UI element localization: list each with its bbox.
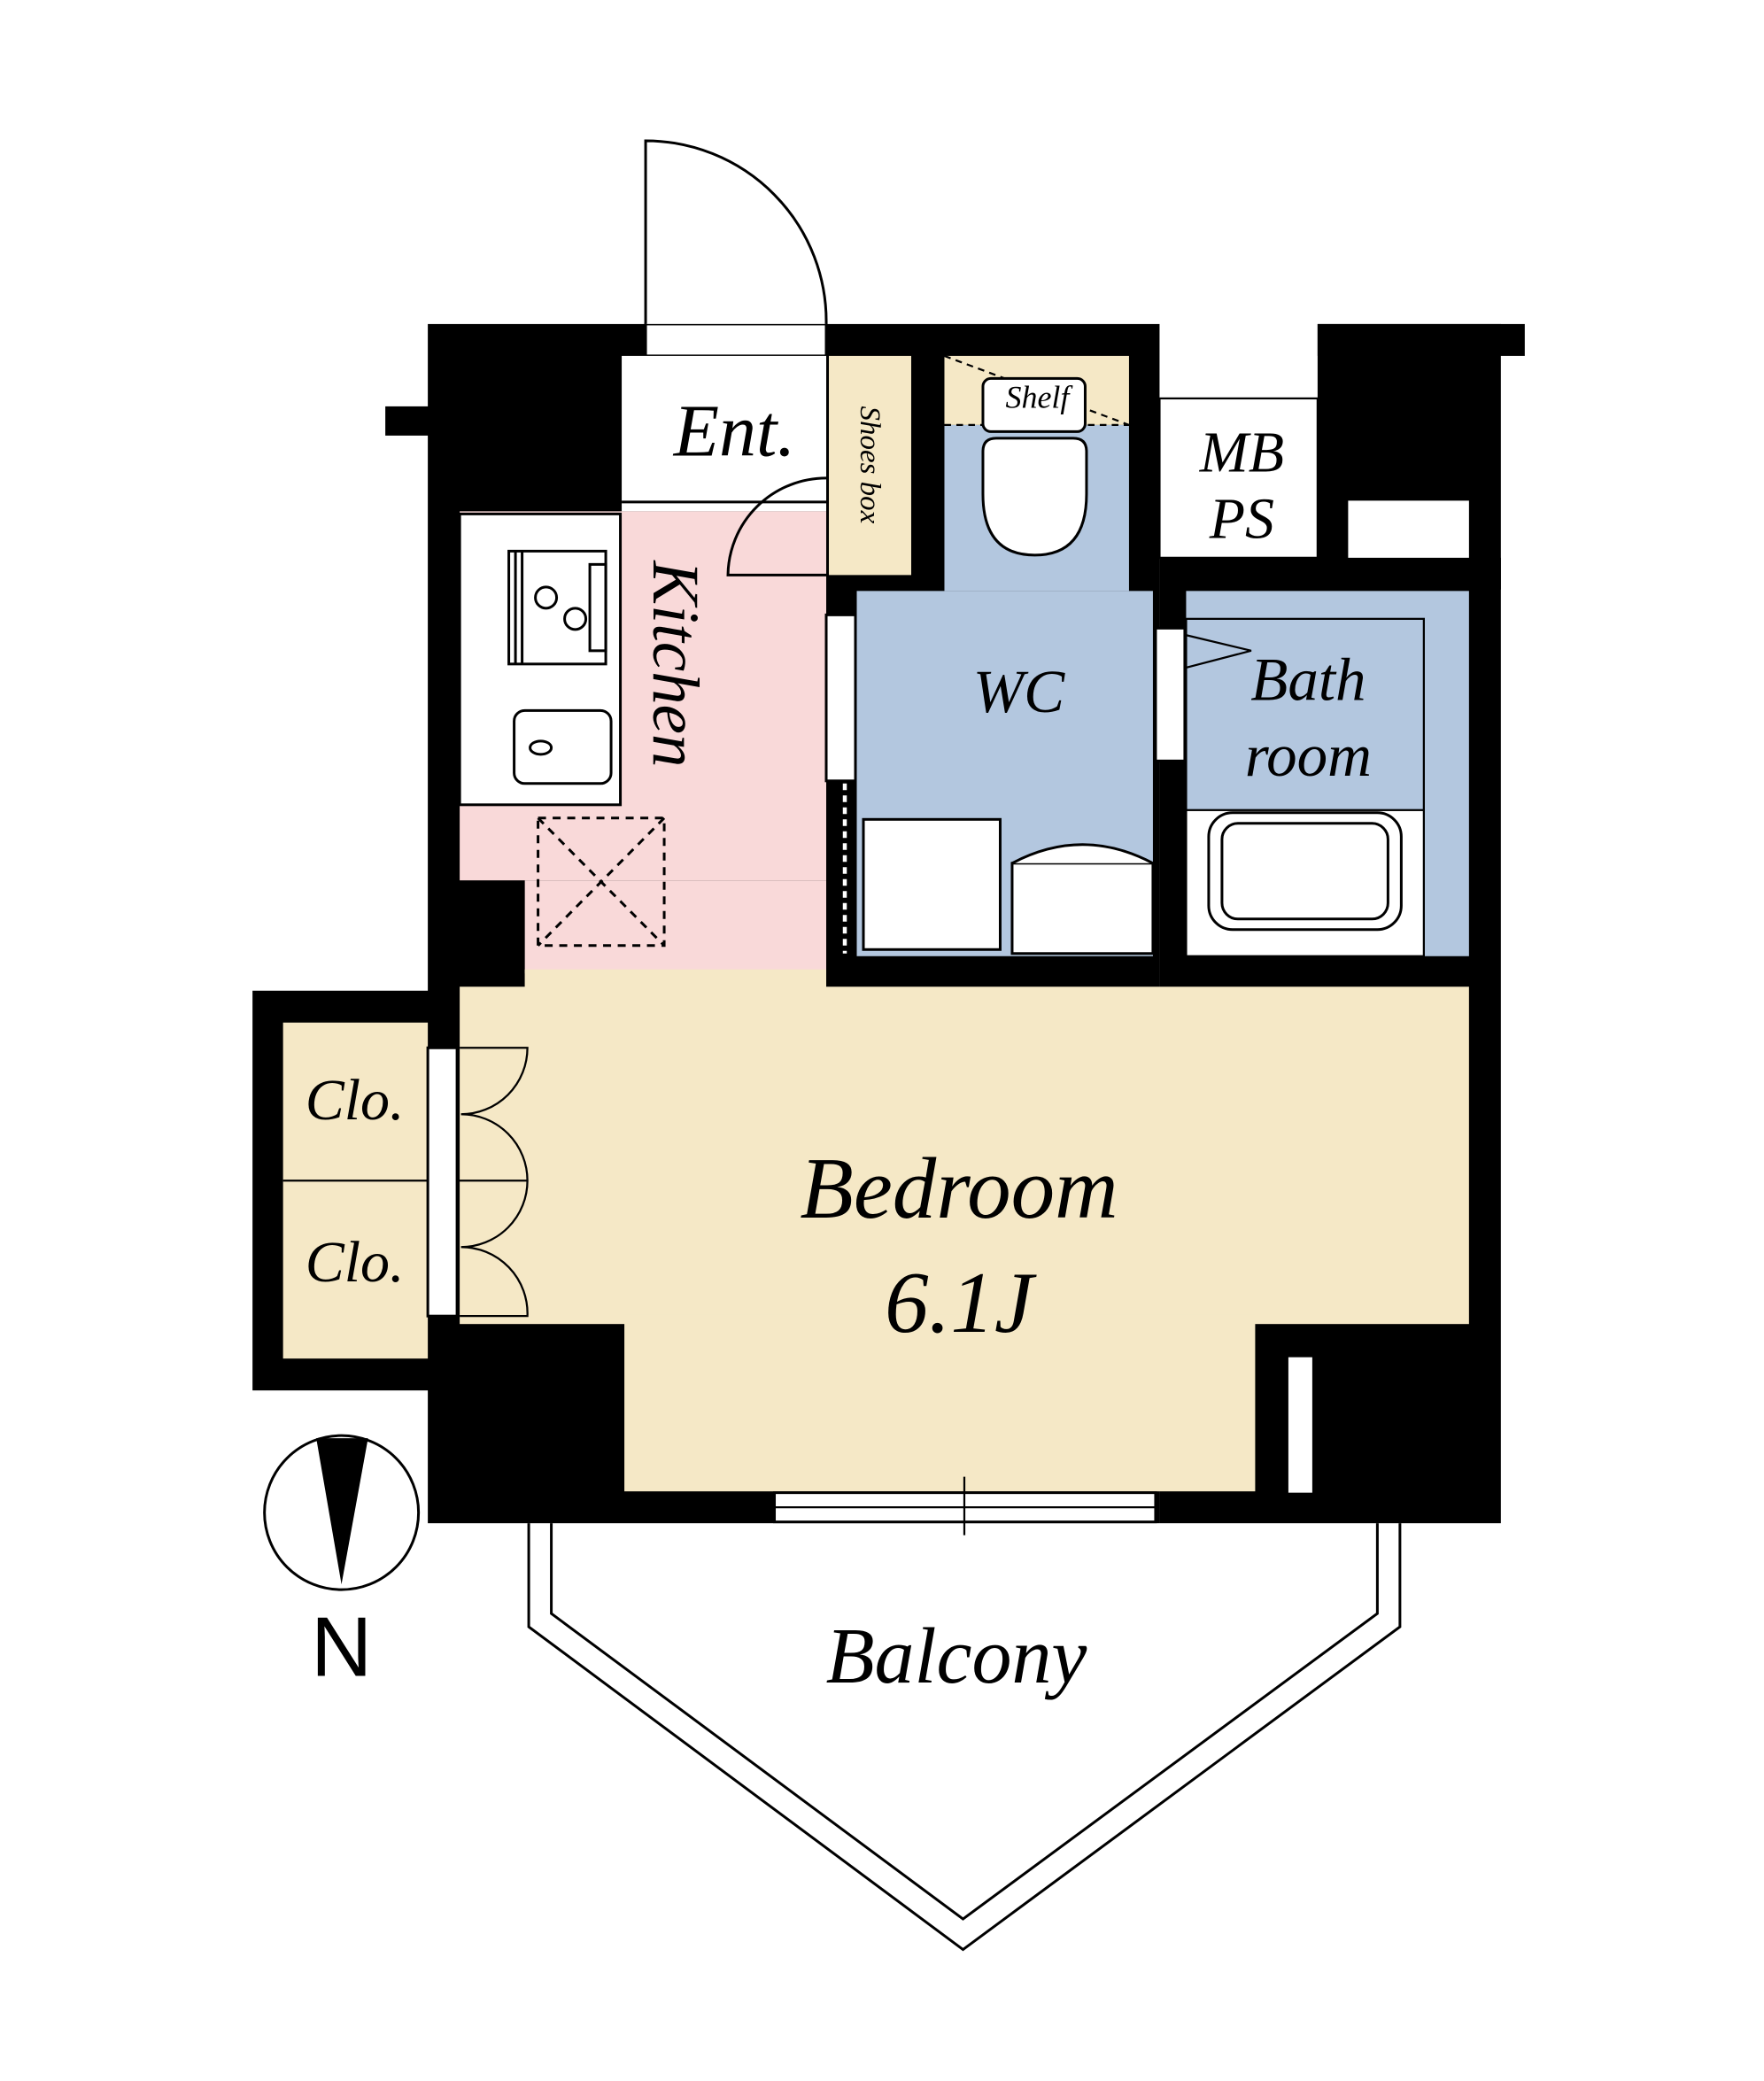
ps-label: PS <box>1209 486 1274 551</box>
bathroom-door[interactable] <box>1154 626 1187 762</box>
balcony-label: Balcony <box>826 1613 1087 1700</box>
compass-north-label: N <box>311 1600 372 1695</box>
entry-door[interactable] <box>644 139 828 358</box>
balcony-outline <box>527 1523 1402 1952</box>
closet-1-label: Clo. <box>306 1068 405 1133</box>
balcony-window[interactable] <box>773 1476 1157 1536</box>
inner-door-swing <box>726 476 827 576</box>
bathtub <box>1185 808 1425 957</box>
toilet-icon <box>981 376 1088 557</box>
shelf-label: Shelf <box>1005 379 1073 414</box>
washer-space <box>862 817 1155 955</box>
sink-icon <box>513 708 613 785</box>
shoes-box <box>829 355 911 576</box>
bath-label: Bath <box>1250 646 1366 713</box>
kitchen-label: Kitchen <box>638 560 712 767</box>
wc-label: WC <box>973 658 1065 725</box>
bedroom-floor <box>460 969 1469 1493</box>
north-compass-icon <box>263 1434 421 1591</box>
room-label: room <box>1245 722 1372 789</box>
mb-label: MB <box>1199 420 1284 484</box>
shoes-box-label: Shoes box <box>854 406 886 523</box>
closets <box>282 1022 529 1359</box>
mb-ps-space <box>1158 397 1319 559</box>
duct-opening <box>1348 500 1469 558</box>
bedroom-label: Bedroom <box>800 1141 1118 1237</box>
stove-icon <box>507 549 607 666</box>
wc-sliding-door[interactable] <box>824 613 857 783</box>
entrance-label: Ent. <box>673 390 796 472</box>
bedroom-size: 6.1J <box>885 1255 1037 1351</box>
fridge-space <box>537 816 666 948</box>
kitchen-counter <box>458 512 623 807</box>
closet-2-label: Clo. <box>306 1230 405 1295</box>
